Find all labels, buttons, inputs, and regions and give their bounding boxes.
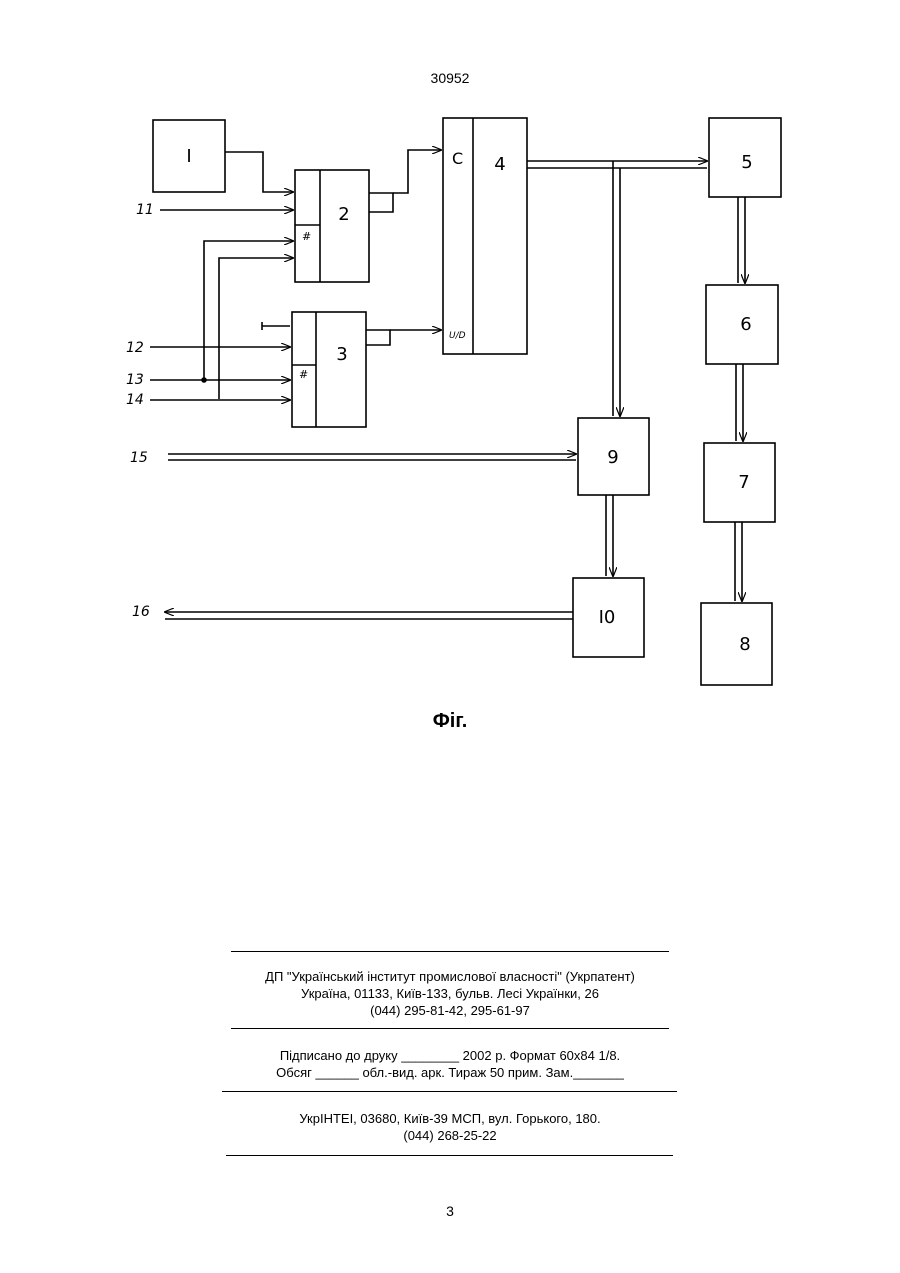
divider (222, 1091, 677, 1092)
signal-15-label: 15 (130, 450, 148, 466)
publisher-line: (044) 295-81-42, 295-61-97 (0, 1002, 900, 1019)
publisher-info: ДП "Український інститут промислової вла… (0, 968, 900, 1019)
page-number: 3 (0, 1203, 900, 1219)
block-7-label: 7 (738, 472, 749, 493)
block-3-hash-label: # (299, 368, 308, 381)
block-10-label: I0 (599, 607, 616, 628)
print-line: Підписано до друку ________ 2002 р. Форм… (0, 1047, 900, 1064)
block-4-label: 4 (494, 154, 505, 175)
block-9-label: 9 (607, 447, 618, 468)
block-diagram: I 2 3 4 5 6 7 8 9 I0 C # # U/D 11 12 13 … (0, 0, 900, 700)
block-2 (295, 170, 369, 282)
printer-info: УкрІНТЕІ, 03680, Київ-39 МСП, вул. Горьк… (0, 1110, 900, 1144)
signal-11-label: 11 (136, 202, 154, 218)
block-6-label: 6 (740, 314, 751, 335)
signal-14-label: 14 (126, 392, 144, 408)
divider (231, 951, 669, 952)
divider (226, 1155, 673, 1156)
print-info: Підписано до друку ________ 2002 р. Форм… (0, 1047, 900, 1081)
signal-13-label: 13 (126, 372, 144, 388)
signal-12-label: 12 (126, 340, 144, 356)
input-ud-label: U/D (449, 331, 466, 341)
signal-16-label: 16 (132, 604, 150, 620)
block-5-label: 5 (741, 152, 752, 173)
block-2-hash-label: # (302, 230, 311, 243)
block-3-label: 3 (336, 344, 347, 365)
figure-caption: Фіг. (0, 710, 900, 733)
block-8 (701, 603, 772, 685)
block-8-label: 8 (739, 634, 750, 655)
printer-line: (044) 268-25-22 (0, 1127, 900, 1144)
printer-line: УкрІНТЕІ, 03680, Київ-39 МСП, вул. Горьк… (0, 1110, 900, 1127)
print-line: Обсяг ______ обл.-вид. арк. Тираж 50 при… (0, 1064, 900, 1081)
divider (231, 1028, 669, 1029)
block-1-label: I (186, 146, 191, 167)
input-c-label: C (452, 149, 463, 168)
publisher-line: ДП "Український інститут промислової вла… (0, 968, 900, 985)
block-2-label: 2 (338, 204, 349, 225)
publisher-line: Україна, 01133, Київ-133, бульв. Лесі Ук… (0, 985, 900, 1002)
